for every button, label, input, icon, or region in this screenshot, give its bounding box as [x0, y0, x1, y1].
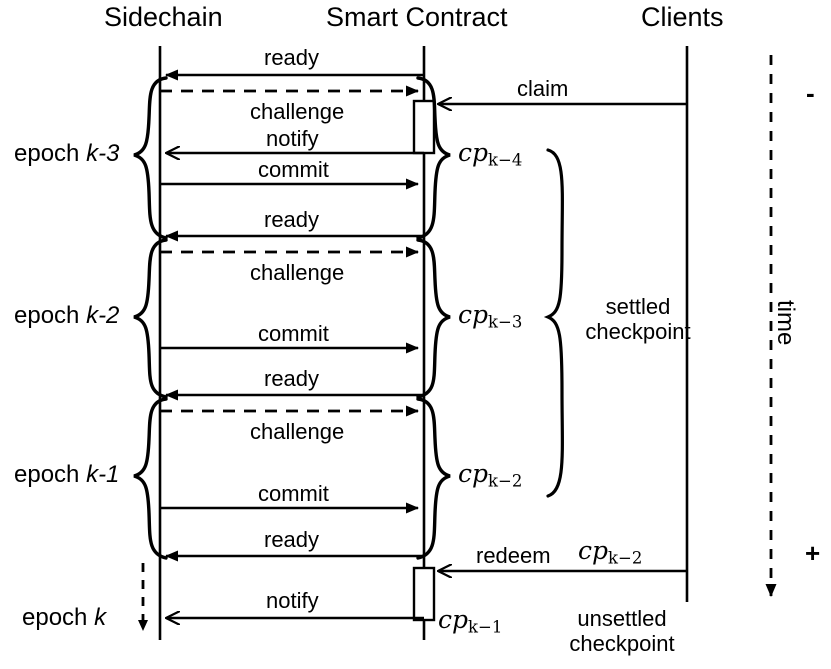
cp-k-2-base: cp	[458, 459, 489, 488]
settled-checkpoint-brace	[543, 148, 564, 498]
epoch-label-k-2-index: k-2	[86, 302, 120, 329]
actor-label-clients: Clients	[641, 2, 724, 32]
epoch-label-k-3-text: epoch	[14, 140, 87, 167]
settled-checkpoint-note: settled checkpoint	[572, 294, 704, 344]
cp-k-1-base: cp	[438, 605, 469, 634]
checkpoint-label-k-3: cpk−3	[458, 302, 522, 331]
unsettled-checkpoint-line1: unsettled	[577, 606, 667, 631]
epoch-label-k-text: epoch	[22, 604, 95, 631]
redeem-checkpoint-label: cpk−2	[578, 538, 642, 567]
epoch-brace-k-2	[133, 238, 168, 399]
cp-k-2-sub: k−2	[488, 471, 523, 491]
time-axis-start-sign: -	[806, 78, 815, 108]
settled-checkpoint-line2: checkpoint	[585, 318, 691, 344]
redeem-cp-base: cp	[578, 536, 609, 565]
message-label-commit-1: commit	[258, 157, 329, 182]
actor-label-sidechain: Sidechain	[104, 2, 223, 32]
epoch-label-k-1-index: k-1	[86, 461, 120, 488]
epoch-label-k-index: k	[94, 604, 107, 631]
message-label-commit-2: commit	[258, 321, 329, 346]
message-label-redeem: redeem	[476, 543, 551, 568]
message-label-notify-2: notify	[266, 588, 319, 613]
epoch-label-k-2: epoch k-2	[14, 304, 119, 328]
cp-k-4-sub: k−4	[488, 150, 523, 170]
epoch-label-k-3: epoch k-3	[14, 142, 119, 166]
message-label-ready-1: ready	[264, 45, 320, 70]
cp-k-3-base: cp	[458, 300, 489, 329]
message-label-commit-3: commit	[258, 481, 329, 506]
time-axis-label: time	[772, 300, 799, 346]
checkpoint-label-k-4: cpk−4	[458, 140, 522, 169]
actor-label-smart-contract: Smart Contract	[326, 2, 508, 32]
cp-k-1-sub: k−1	[468, 617, 503, 637]
epoch-label-k-3-index: k-3	[86, 140, 120, 167]
checkpoint-label-k-2: cpk−2	[458, 461, 522, 490]
activation-box-redeem	[412, 566, 436, 622]
message-label-ready-2: ready	[264, 207, 320, 232]
cp-brace-k-4	[416, 76, 451, 240]
epoch-label-k-1: epoch k-1	[14, 463, 119, 487]
cp-brace-k-2	[416, 397, 451, 560]
message-label-notify-1: notify	[266, 126, 319, 151]
epoch-label-k-1-text: epoch	[14, 461, 87, 488]
epoch-label-k-2-text: epoch	[14, 302, 87, 329]
time-axis-end-sign: +	[805, 538, 821, 568]
redeem-cp-sub: k−2	[608, 548, 643, 568]
cp-brace-k-3	[416, 238, 451, 399]
message-label-ready-4: ready	[264, 527, 320, 552]
message-label-challenge-1: challenge	[250, 99, 345, 124]
cp-k-3-sub: k−3	[488, 312, 523, 332]
activation-box-claim	[412, 99, 436, 155]
message-label-claim: claim	[517, 76, 569, 101]
unsettled-checkpoint-note: unsettled checkpoint	[547, 606, 697, 656]
checkpoint-label-k-1: cpk−1	[438, 607, 502, 636]
epoch-label-k: epoch k	[22, 606, 106, 630]
epoch-brace-k-3	[133, 76, 168, 240]
message-label-ready-3: ready	[264, 366, 320, 391]
settled-checkpoint-line1: settled	[605, 294, 671, 319]
unsettled-checkpoint-line2: checkpoint	[569, 630, 675, 656]
message-label-challenge-3: challenge	[250, 419, 345, 444]
epoch-brace-k-1	[133, 397, 168, 560]
message-label-challenge-2: challenge	[250, 260, 345, 285]
cp-k-4-base: cp	[458, 138, 489, 167]
